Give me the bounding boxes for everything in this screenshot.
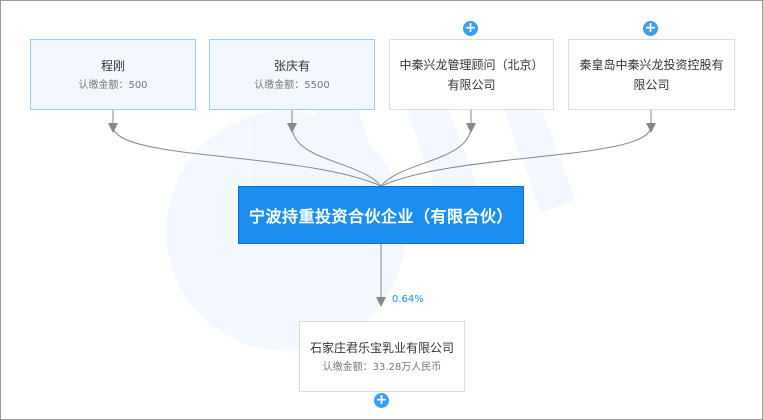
edge-s2 bbox=[380, 110, 472, 187]
plus-circle-icon[interactable]: + bbox=[374, 392, 389, 408]
subscribed-amount: 认缴金额：5500 bbox=[254, 79, 330, 91]
arrow-down-icon bbox=[376, 297, 386, 307]
arrow-down-icon bbox=[646, 123, 656, 133]
plus-circle-icon[interactable]: + bbox=[643, 20, 658, 36]
shareholder-node[interactable]: 秦皇岛中秦兴龙投资控股有限公司 bbox=[568, 39, 735, 110]
plus-circle-icon[interactable]: + bbox=[463, 20, 478, 36]
subscribed-amount: 认缴金额：33.28万人民币 bbox=[322, 361, 442, 373]
edge-s3 bbox=[380, 110, 652, 187]
arrow-down-icon bbox=[287, 123, 297, 133]
investment-percentage: 0.64% bbox=[392, 294, 424, 305]
shareholder-name: 张庆有 bbox=[273, 58, 310, 73]
arrow-down-icon bbox=[466, 123, 476, 133]
edge-s0 bbox=[112, 110, 382, 187]
company-node[interactable]: 宁波持重投资合伙企业（有限合伙） bbox=[238, 186, 524, 244]
shareholder-name: 中秦兴龙管理顾问（北京）有限公司 bbox=[399, 57, 544, 92]
edge-s1 bbox=[291, 110, 382, 187]
shareholder-name: 程刚 bbox=[100, 58, 125, 73]
shareholder-name: 秦皇岛中秦兴龙投资控股有限公司 bbox=[579, 57, 724, 92]
shareholder-node[interactable]: 张庆有 认缴金额：5500 bbox=[209, 39, 375, 110]
shareholder-node[interactable]: 中秦兴龙管理顾问（北京）有限公司 bbox=[389, 39, 554, 110]
investee-name: 石家庄君乐宝乳业有限公司 bbox=[309, 340, 454, 355]
investment-node[interactable]: 石家庄君乐宝乳业有限公司 认缴金额：33.28万人民币 bbox=[299, 321, 465, 392]
arrow-down-icon bbox=[108, 123, 118, 133]
company-name: 宁波持重投资合伙企业（有限合伙） bbox=[248, 207, 513, 226]
shareholder-node[interactable]: 程刚 认缴金额：500 bbox=[30, 39, 196, 110]
subscribed-amount: 认缴金额：500 bbox=[78, 79, 148, 91]
